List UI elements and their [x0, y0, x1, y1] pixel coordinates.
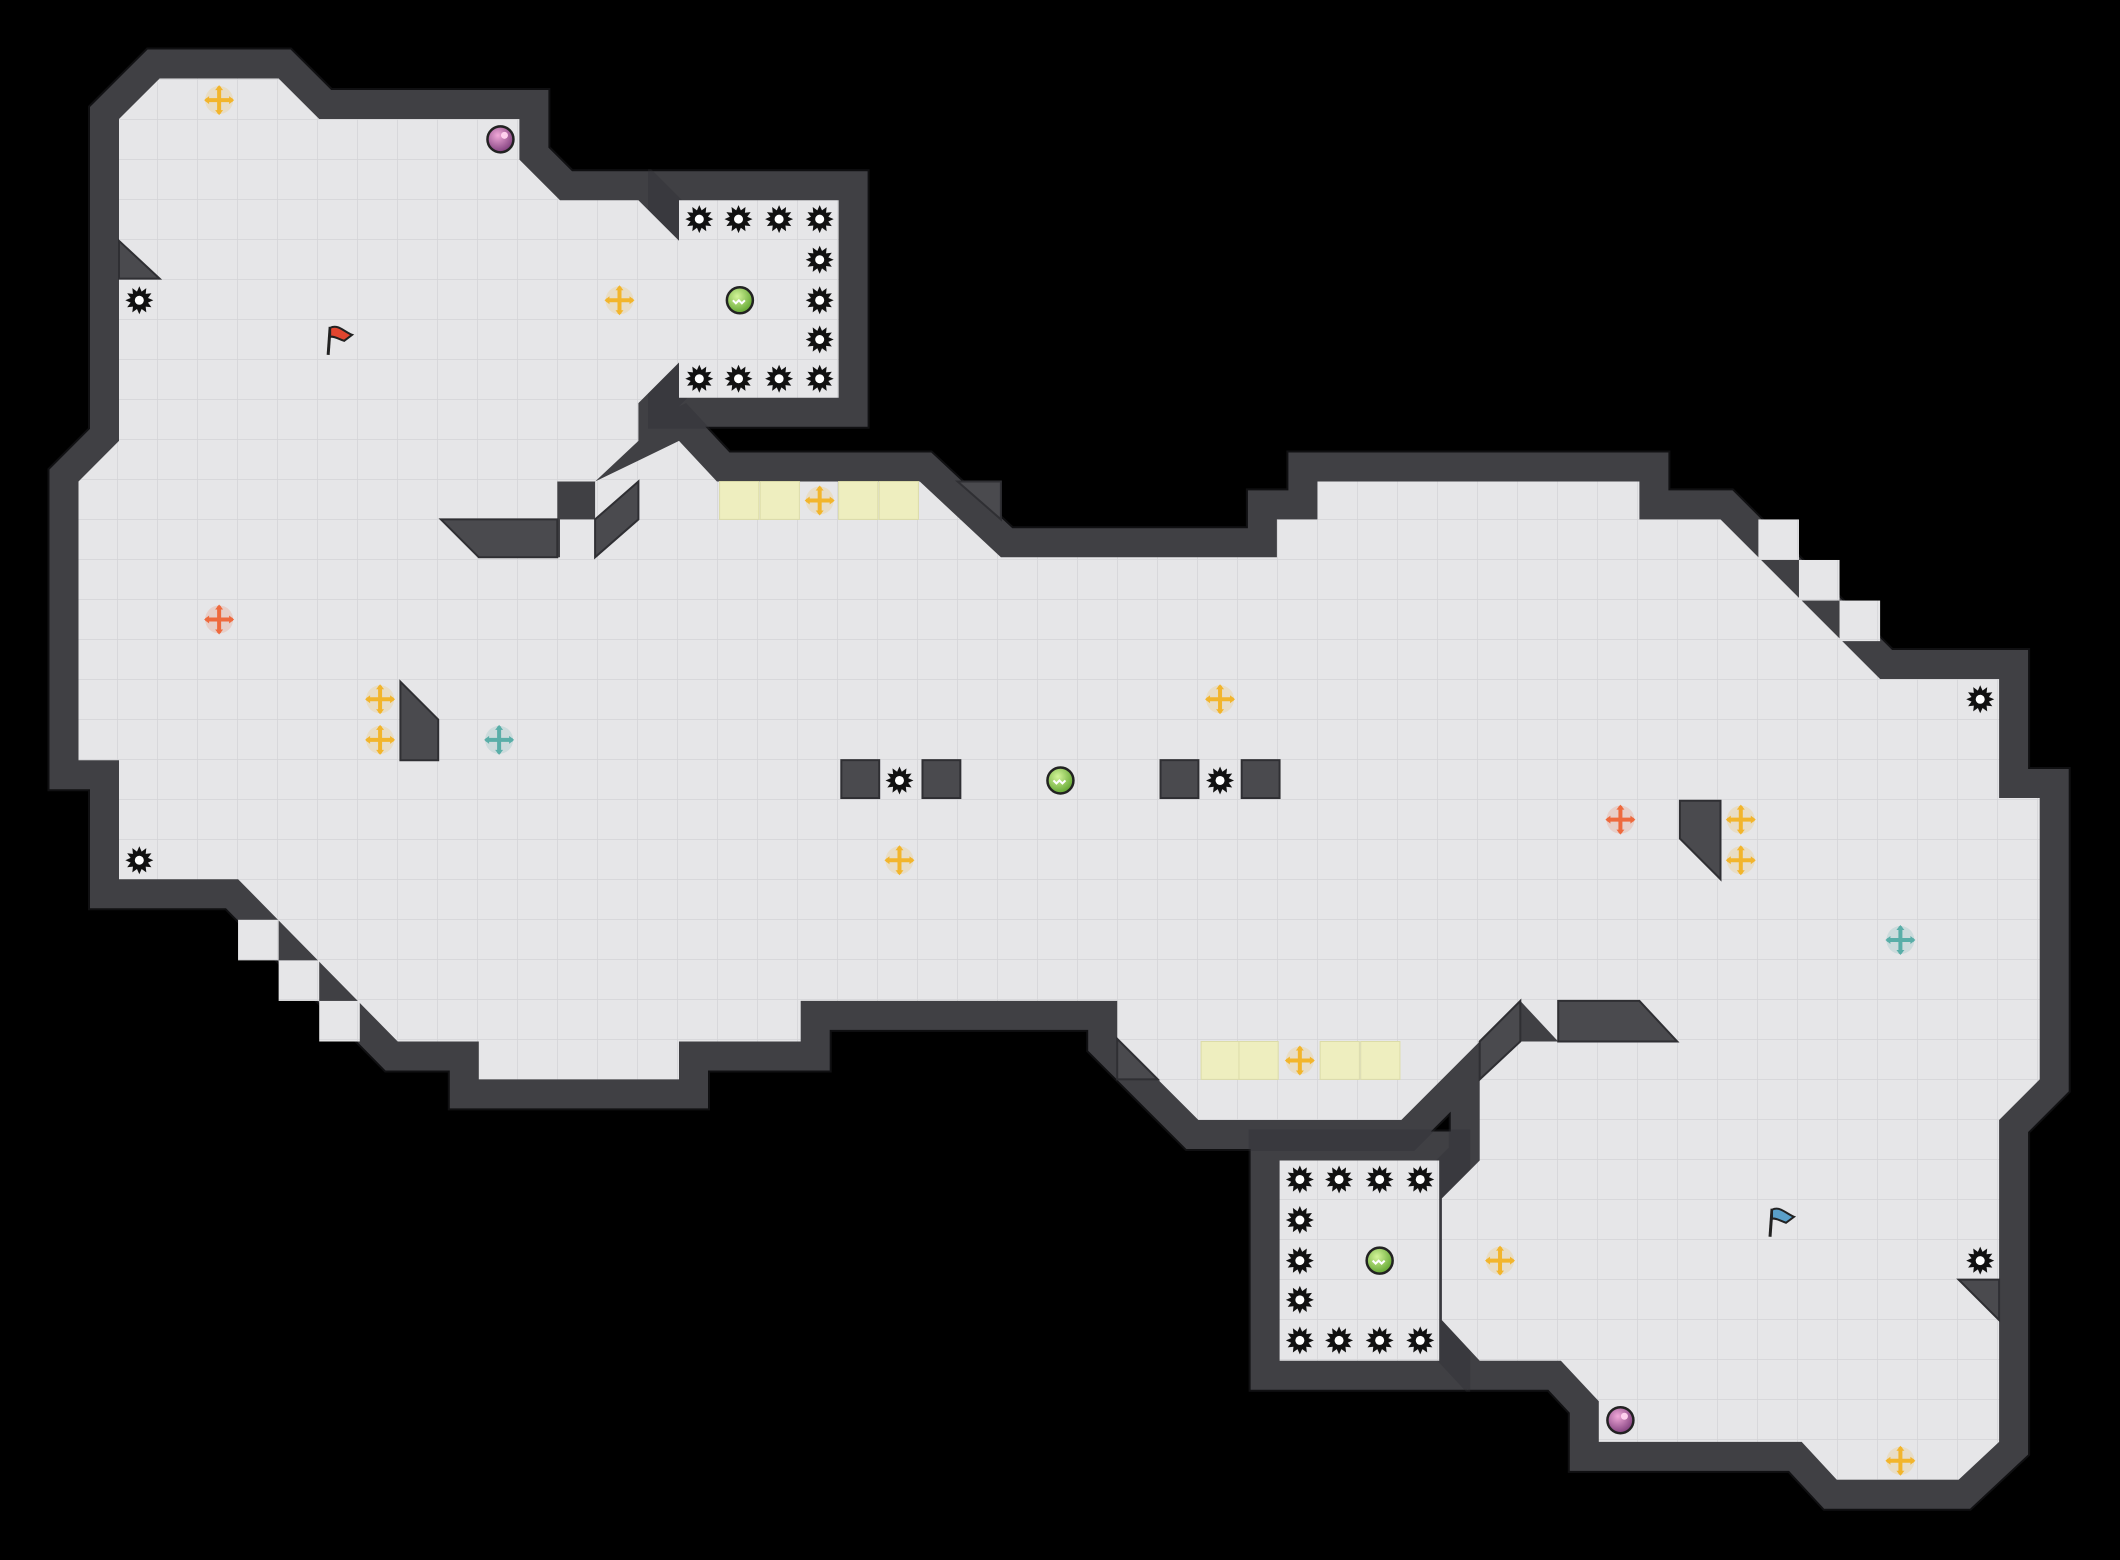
- gate-tile: [838, 481, 879, 520]
- gate-tile: [878, 481, 919, 520]
- red-flag-icon: [326, 325, 355, 355]
- spike-icon: [1406, 1326, 1435, 1355]
- spike-icon: [805, 364, 834, 393]
- bomb-icon: [725, 286, 755, 315]
- boost-icon: [1284, 1045, 1315, 1076]
- bomb-icon: [1046, 766, 1075, 795]
- powerup-icon: [1606, 1405, 1635, 1435]
- spike-icon: [1406, 1165, 1435, 1194]
- gate-tile: [1319, 1041, 1360, 1080]
- boost-icon: [204, 604, 235, 635]
- gate-tile: [719, 481, 760, 520]
- boost-icon: [1885, 925, 1916, 956]
- floor-step: [1839, 600, 1881, 642]
- wall-block: [1478, 998, 1522, 1082]
- spike-icon: [1325, 1165, 1354, 1194]
- spike-icon: [724, 205, 753, 234]
- spike-icon: [1966, 685, 1995, 714]
- spike-layer: [125, 205, 1995, 1355]
- floor-step: [1798, 559, 1840, 601]
- gate-tile: [1360, 1041, 1401, 1080]
- boost-icon: [1205, 684, 1236, 715]
- boost-icon: [604, 285, 635, 316]
- floor-step: [238, 919, 279, 961]
- wall-block: [1240, 759, 1281, 800]
- spike-icon: [805, 286, 834, 315]
- wall-block: [1956, 1278, 2001, 1323]
- gate-tile: [1238, 1041, 1279, 1080]
- wall-block: [399, 679, 440, 762]
- wall-block: [1678, 799, 1722, 882]
- gate-layer: [719, 481, 1401, 1080]
- boost-icon: [365, 724, 396, 755]
- spike-icon: [1325, 1326, 1354, 1355]
- boost-icon: [1725, 804, 1756, 835]
- item-layer: [486, 125, 1635, 1435]
- spike-icon: [805, 325, 834, 354]
- spike-icon: [1285, 1285, 1314, 1314]
- spike-icon: [805, 205, 834, 234]
- floor-step: [319, 1000, 360, 1042]
- wall-block: [954, 480, 1002, 522]
- wall-block: [1159, 759, 1200, 800]
- boost-icon: [1725, 845, 1756, 876]
- spike-icon: [685, 364, 714, 393]
- spike-icon: [885, 766, 914, 795]
- spike-icon: [724, 364, 753, 393]
- spike-icon: [125, 846, 154, 875]
- spike-icon: [805, 245, 834, 274]
- wall-block: [438, 518, 559, 559]
- boost-layer: [204, 85, 1916, 1476]
- powerup-icon: [486, 125, 515, 154]
- spike-icon: [1365, 1326, 1394, 1355]
- spike-icon: [1285, 1165, 1314, 1194]
- boost-icon: [365, 684, 396, 715]
- boost-icon: [804, 485, 835, 516]
- wall-block: [1557, 999, 1680, 1043]
- wall-block: [921, 759, 962, 800]
- spike-icon: [1285, 1246, 1314, 1275]
- boost-icon: [884, 845, 915, 876]
- spike-icon: [765, 364, 794, 393]
- flag-layer: [326, 325, 1797, 1237]
- blue-flag-icon: [1768, 1207, 1797, 1237]
- spike-icon: [1285, 1326, 1314, 1355]
- wall-block: [118, 238, 163, 280]
- boost-icon: [204, 85, 235, 116]
- boost-icon: [484, 724, 515, 755]
- wall-block: [840, 759, 881, 800]
- bomb-icon: [1365, 1246, 1394, 1275]
- floor-area: [679, 200, 839, 398]
- boost-icon: [1605, 804, 1636, 835]
- wall-block: [594, 479, 640, 560]
- boost-icon: [1485, 1245, 1516, 1276]
- floor-area: [1279, 1160, 1440, 1361]
- wall-block: [1116, 1036, 1161, 1081]
- obstacle-layer: [118, 238, 2001, 1323]
- spike-icon: [1285, 1206, 1314, 1235]
- spike-icon: [765, 205, 794, 234]
- spike-icon: [1206, 766, 1235, 795]
- spike-icon: [1966, 1246, 1995, 1275]
- gate-tile: [1200, 1041, 1241, 1080]
- spike-icon: [1365, 1165, 1394, 1194]
- boost-icon: [1885, 1445, 1916, 1476]
- floor-step: [278, 960, 320, 1001]
- gate-tile: [759, 481, 800, 520]
- floor-step: [1758, 519, 1799, 560]
- spike-icon: [685, 205, 714, 234]
- spike-icon: [125, 286, 154, 315]
